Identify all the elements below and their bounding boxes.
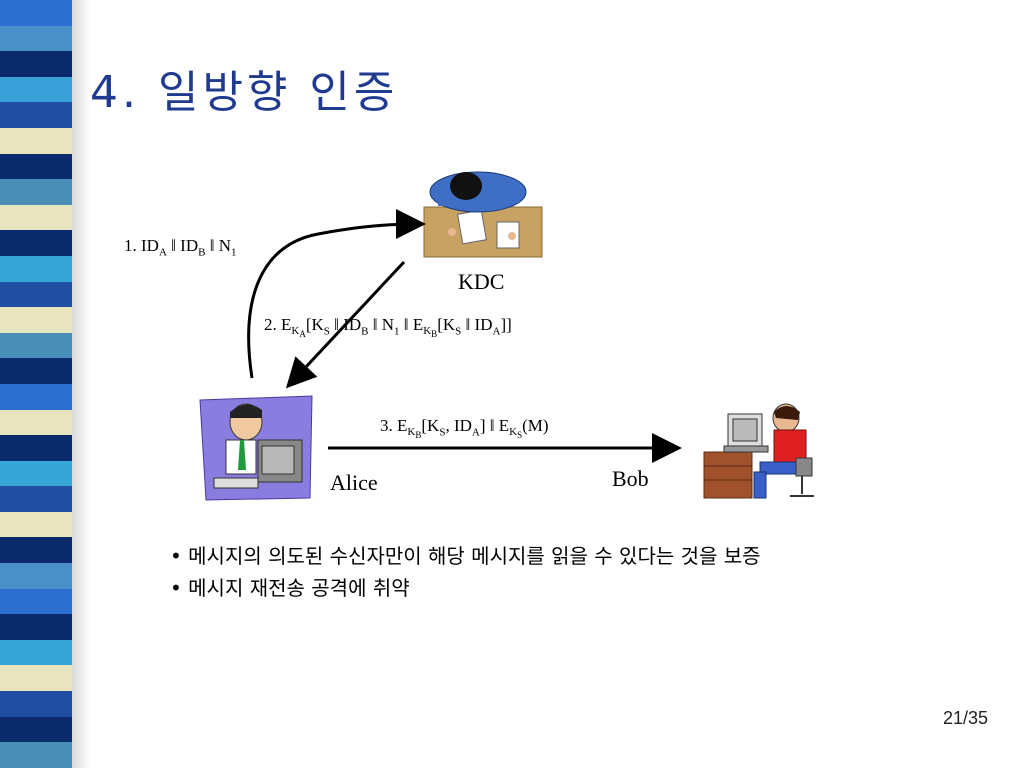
stripe-segment — [0, 639, 72, 666]
page-number: 21/35 — [942, 708, 988, 728]
message-1: 1. IDA ‖ IDB ‖ N1 — [124, 236, 237, 259]
stripe-segment — [0, 281, 72, 308]
kdc-label: KDC — [458, 269, 505, 294]
bullet-item: 메시지 재전송 공격에 취약 — [170, 572, 761, 604]
stripe-segment — [0, 409, 72, 436]
stripe-segment — [0, 563, 72, 589]
stripe-segment — [0, 486, 72, 512]
stripe-segment — [0, 742, 72, 768]
kdc-figure — [423, 171, 543, 258]
stripe-segment — [0, 435, 72, 461]
stripe-segment — [0, 153, 72, 180]
stripe-segment — [0, 511, 72, 538]
stripe-segment — [0, 127, 72, 154]
stripe-segment — [0, 25, 72, 52]
alice-label: Alice — [330, 470, 378, 495]
stripe-segment — [0, 179, 72, 205]
stripe-segment — [0, 51, 72, 77]
stripe-segment — [0, 0, 72, 26]
alice-figure — [199, 395, 313, 501]
stripe-segment — [0, 307, 72, 333]
stripe-segment — [0, 665, 72, 692]
stripe-segment — [0, 230, 72, 256]
stripe-segment — [0, 537, 72, 564]
arrow-kdc-to-alice — [285, 260, 406, 389]
stripe-segment — [0, 102, 72, 128]
stripe-segment — [0, 460, 72, 487]
decorative-stripe-bar — [0, 0, 72, 768]
bullet-item: 메시지의 의도된 수신자만이 해당 메시지를 읽을 수 있다는 것을 보증 — [170, 540, 760, 572]
stripe-segment — [0, 588, 72, 615]
bob-label: Bob — [612, 466, 649, 491]
bullet-list: 메시지의 의도된 수신자만이 해당 메시지를 읽을 수 있다는 것을 보증 메시… — [170, 540, 761, 604]
slide-title: 4. 일방향 인증 — [90, 67, 399, 118]
stripe-segment — [0, 358, 72, 384]
stripe-segment — [0, 204, 72, 231]
stripe-segment — [0, 255, 72, 282]
stripe-shadow — [72, 0, 90, 768]
stripe-segment — [0, 691, 72, 717]
stripe-segment — [0, 76, 72, 103]
arrow-alice-to-kdc — [247, 209, 426, 379]
stripe-segment — [0, 332, 72, 359]
stripe-segment — [0, 716, 72, 743]
bob-figure — [703, 403, 814, 499]
message-3: 3. EKB[KS, IDA] ‖ EKS(M) — [380, 416, 549, 441]
message-2: 2. EKA[KS ‖ IDB ‖ N1 ‖ EKB[KS ‖ IDA]] — [264, 315, 512, 340]
stripe-segment — [0, 614, 72, 640]
stripe-segment — [0, 383, 72, 410]
